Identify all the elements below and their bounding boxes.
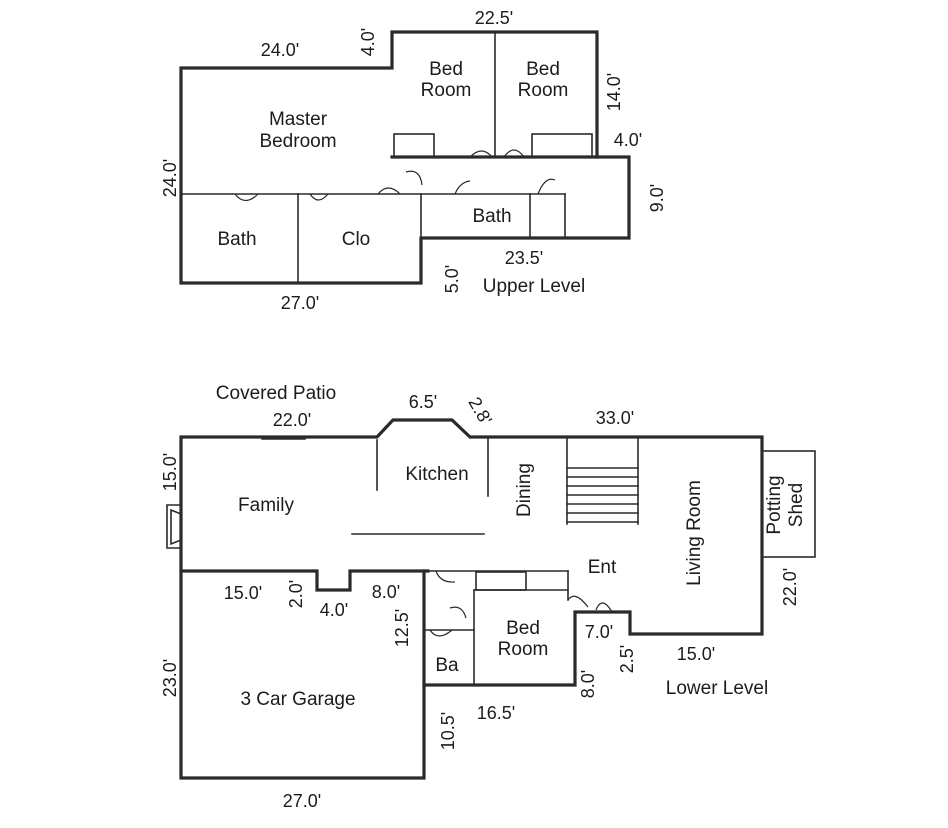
lower-level-plan: Covered Patio Kitchen Dining Family Ent … (160, 383, 816, 811)
dim-upper-bedroom-depth: 14.0' (604, 73, 624, 111)
staircase (566, 436, 639, 525)
upper-outer-wall (179, 30, 631, 285)
dim-bed-width: 16.5' (477, 703, 515, 723)
covered-patio-label: Covered Patio (216, 383, 336, 404)
door-swing (405, 170, 423, 186)
family-garage-wall (179, 569, 430, 592)
dim-upper-top-right: 22.5' (475, 8, 513, 28)
family-label: Family (238, 495, 294, 516)
potting-shed-label-1: Potting (764, 475, 785, 534)
dim-bay-side: 2.8' (464, 394, 496, 429)
fireplace-hearth (170, 508, 182, 546)
door-swing (567, 595, 589, 608)
door-swing (377, 187, 401, 195)
dim-living-side: 22.0' (780, 568, 800, 606)
dim-garage-side: 23.0' (160, 659, 180, 697)
dim-bath-depth: 10.5' (438, 712, 458, 750)
door-swing (469, 150, 493, 158)
entry-label: Ent (588, 557, 617, 578)
potting-shed (761, 450, 816, 558)
lower-bedroom-label-2: Room (498, 639, 549, 660)
dim-upper-notch: 5.0' (442, 265, 462, 293)
bedroom-closet (475, 571, 527, 591)
dim-upper-right-step: 4.0' (614, 130, 642, 150)
door-swing (449, 606, 467, 619)
dim-hall: 8.0' (372, 582, 400, 602)
bedroom-1-label-2: Room (421, 80, 472, 101)
dim-bay: 6.5' (409, 392, 437, 412)
dim-garage-bottom: 27.0' (283, 791, 321, 811)
lower-bedroom-label-1: Bed (506, 618, 540, 639)
dim-upper-right-side: 9.0' (647, 184, 667, 212)
master-bedroom-label-1: Master (269, 109, 328, 130)
dim-upper-bottom-right: 23.5' (505, 248, 543, 268)
bedroom-1-label-1: Bed (429, 59, 463, 80)
door-swing (435, 570, 456, 583)
kitchen-label: Kitchen (405, 464, 468, 485)
door-swing (429, 629, 453, 637)
dim-entry-depth: 8.0' (578, 670, 598, 698)
dim-upper-step: 4.0' (358, 28, 378, 56)
living-room-label: Living Room (684, 480, 705, 586)
upper-bath-right-label: Bath (472, 206, 511, 227)
upper-closet-1 (393, 133, 435, 158)
door-swing (309, 193, 329, 201)
dim-lower-top-right: 33.0' (596, 408, 634, 428)
door-swing (454, 180, 471, 195)
upper-level-plan: Master Bedroom Bed Room Bed Room Bath Cl… (160, 8, 667, 313)
dim-jog-vertical: 2.0' (286, 580, 306, 608)
dim-patio-width: 22.0' (273, 410, 311, 430)
lower-level-label: Lower Level (666, 678, 768, 699)
lower-outer-wall (179, 418, 764, 780)
dim-lower-left-top: 15.0' (160, 453, 180, 491)
dim-garage-top: 15.0' (224, 583, 262, 603)
upper-bath-left-label: Bath (217, 229, 256, 250)
door-swing (595, 602, 613, 613)
dim-hall-depth: 12.5' (392, 609, 412, 647)
master-bedroom-label-2: Bedroom (259, 131, 336, 152)
bedroom-2-label-1: Bed (526, 59, 560, 80)
dim-upper-left-side: 24.0' (160, 159, 180, 197)
dim-entry-width: 7.0' (585, 622, 613, 642)
dining-label: Dining (514, 463, 535, 517)
fireplace (166, 504, 182, 549)
dim-living-bottom: 15.0' (677, 644, 715, 664)
garage-label: 3 Car Garage (240, 689, 355, 710)
lower-bath-label: Ba (435, 655, 459, 676)
door-swing (537, 178, 556, 195)
upper-closet-label: Clo (342, 229, 371, 250)
upper-closet-2 (531, 133, 593, 158)
door-swing (503, 149, 525, 158)
dim-jog-width: 4.0' (320, 600, 348, 620)
dim-upper-top-left: 24.0' (261, 40, 299, 60)
potting-shed-label-2: Shed (786, 483, 807, 527)
door-swing (234, 193, 259, 202)
dim-upper-bottom-left: 27.0' (281, 293, 319, 313)
upper-level-label: Upper Level (483, 276, 585, 297)
dim-entry-step: 2.5' (617, 645, 637, 673)
bedroom-2-label-2: Room (518, 80, 569, 101)
